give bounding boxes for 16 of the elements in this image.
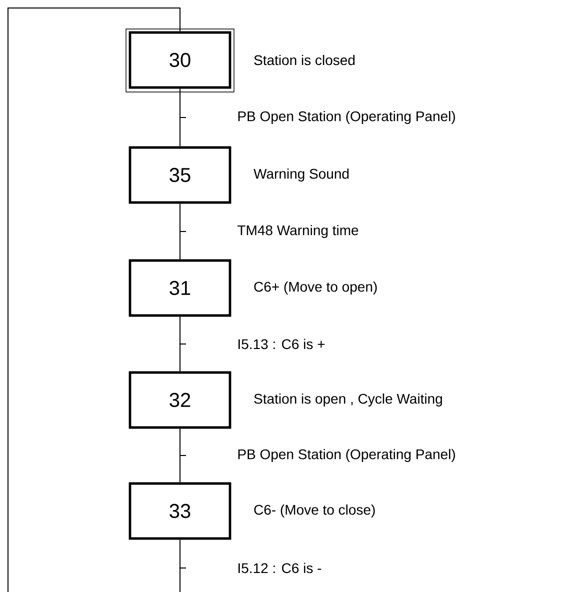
action-text: C6+ (Move to open): [254, 281, 377, 295]
transition-label: PB Open Station (Operating Panel): [236, 110, 457, 126]
initial-step-box: 30: [126, 28, 234, 92]
action-text: Warning Sound: [254, 168, 349, 182]
step-box: 32: [128, 371, 232, 429]
action-text: Station is closed: [254, 54, 355, 66]
step-box: 33: [128, 482, 232, 540]
transition-label: I5.13 : C6 is +: [236, 338, 326, 350]
step-box: 35: [128, 146, 232, 204]
action-text: C6- (Move to close): [254, 504, 375, 518]
link-line: [8, 8, 180, 592]
step-box: 31: [128, 259, 232, 317]
transition-label: I5.12 : C6 is -: [236, 562, 323, 574]
transition-label: PB Open Station (Operating Panel): [236, 448, 457, 464]
action-text: Station is open , Cycle Waiting: [254, 393, 442, 407]
transition-label: TM48 Warning time: [236, 224, 360, 240]
